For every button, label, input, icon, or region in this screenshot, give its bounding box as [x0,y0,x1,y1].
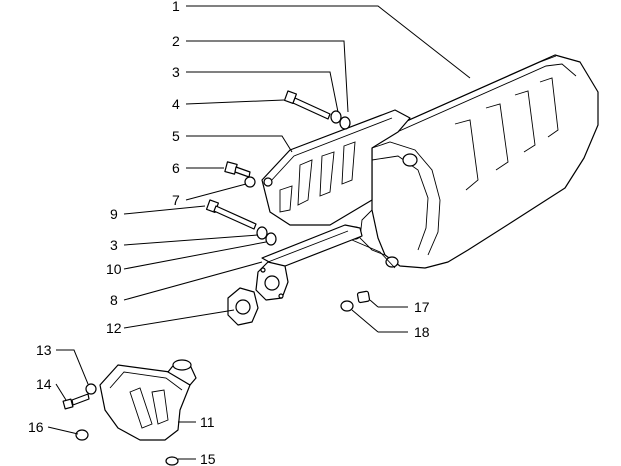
right-nut-washer [340,290,371,312]
callout-7: 7 [172,192,180,208]
nut-15 [165,456,179,466]
callout-9: 9 [110,206,118,222]
callout-4: 4 [172,96,180,112]
callout-8: 8 [110,292,118,308]
callout-11: 11 [200,414,215,430]
heat-guard [99,359,197,441]
callout-10: 10 [106,261,122,277]
muffler-body [348,54,599,269]
callout-13: 13 [36,342,52,358]
mid-washer-nut [256,226,277,246]
lower-bolt-washer [62,383,97,410]
callout-labels: 1 2 3 4 5 6 7 9 3 10 8 12 17 18 13 14 16… [28,0,430,466]
heat-shield [261,109,411,226]
callout-15: 15 [200,451,216,466]
top-washer-nut [330,110,351,130]
callout-17: 17 [414,299,430,315]
nut-16 [75,429,89,441]
callout-2: 2 [172,33,180,49]
callout-3b: 3 [110,237,118,253]
callout-12: 12 [106,320,122,336]
callout-6: 6 [172,160,180,176]
callout-5: 5 [172,128,180,144]
screw-washer [224,161,256,188]
callout-3a: 3 [172,64,180,80]
bracket-plate [261,224,363,269]
callout-16: 16 [28,419,44,435]
callout-1: 1 [172,0,180,14]
pipe-flange [255,261,289,301]
long-bolt [283,90,331,120]
callout-14: 14 [36,376,52,392]
leader-lines [47,5,471,460]
callout-18: 18 [414,324,430,340]
mid-bolt [205,199,257,230]
gasket [227,287,259,326]
